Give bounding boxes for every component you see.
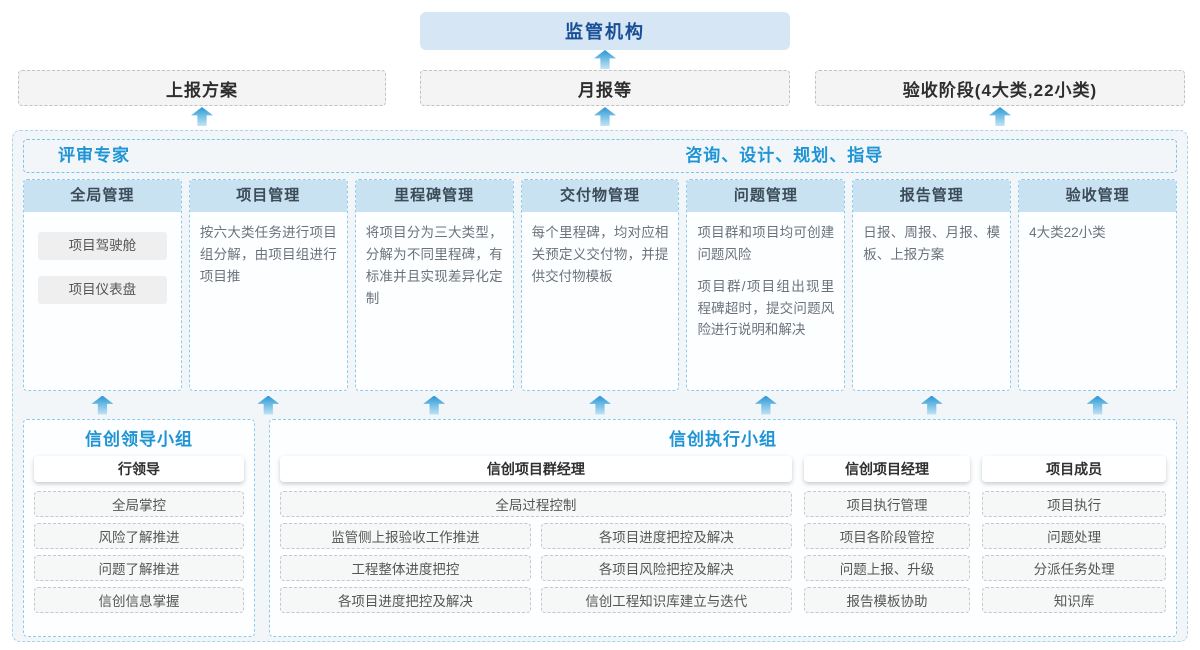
expert-role-label: 评审专家	[58, 146, 130, 165]
column-description: 将项目分为三大类型，分解为不同里程碑，有标准并且实现差异化定制	[365, 225, 503, 306]
teams-section: 信创领导小组 行领导 全局掌控 风险了解推进 问题了解推进 信创信息掌握 信创执…	[23, 419, 1177, 637]
column-acceptance-management: 验收管理 4大类22小类	[1018, 179, 1178, 391]
leader-task-item: 信创信息掌握	[34, 587, 244, 613]
column-title: 交付物管理	[521, 180, 679, 212]
program-manager-task-item: 信创工程知识库建立与迭代	[540, 587, 792, 613]
program-manager-task-item: 各项目进度把控及解决	[540, 523, 792, 549]
column-body: 将项目分为三大类型，分解为不同里程碑，有标准并且实现差异化定制	[356, 212, 513, 329]
leader-group-box: 信创领导小组 行领导 全局掌控 风险了解推进 问题了解推进 信创信息掌握	[23, 419, 255, 637]
program-manager-task-item: 工程整体进度把控	[280, 555, 531, 581]
project-manager-task-item: 报告模板协助	[803, 587, 971, 613]
column-body: 项目群和项目均可创建问题风险 项目群/项目组出现里程碑超时，提交问题风险进行说明…	[687, 212, 844, 361]
program-manager-role-header: 信创项目群经理	[280, 456, 792, 482]
project-manager-column: 信创项目经理 项目执行管理 项目各阶段管控 问题上报、升级 报告模板协助	[803, 456, 971, 619]
column-description: 4大类22小类	[1029, 225, 1106, 240]
project-manager-role-header: 信创项目经理	[803, 456, 971, 482]
column-title: 问题管理	[687, 180, 845, 212]
program-manager-task-item: 各项目风险把控及解决	[540, 555, 792, 581]
column-title: 里程碑管理	[355, 180, 513, 212]
column-title: 全局管理	[24, 180, 181, 212]
exec-group-title: 信创执行小组	[669, 430, 777, 449]
up-arrow-icon	[754, 395, 777, 415]
leader-task-item: 问题了解推进	[34, 555, 244, 581]
up-arrow-icon	[589, 395, 611, 415]
column-body: 按六大类任务进行项目组分解，由项目组进行项目推	[190, 212, 347, 308]
column-global-management: 全局管理 项目驾驶舱 项目仪表盘	[23, 179, 182, 391]
exec-group-body: 信创项目群经理 全局过程控制 监管侧上报验收工作推进 各项目进度把控及解决 工程…	[280, 456, 1166, 619]
column-description: 日报、周报、月报、模板、上报方案	[863, 225, 1001, 262]
column-report-management: 报告管理 日报、周报、月报、模板、上报方案	[852, 179, 1012, 391]
leader-task-item: 风险了解推进	[34, 523, 244, 549]
up-arrow-icon	[594, 107, 616, 126]
project-cockpit-button: 项目驾驶舱	[38, 232, 167, 260]
column-milestone-management: 里程碑管理 将项目分为三大类型，分解为不同里程碑，有标准并且实现差异化定制	[354, 179, 514, 391]
project-manager-task-item: 项目各阶段管控	[803, 523, 971, 549]
project-dashboard-button: 项目仪表盘	[38, 276, 167, 304]
column-title: 验收管理	[1019, 180, 1177, 212]
column-body: 每个里程碑，均对应相关预定义交付物，并提供交付物模板	[522, 212, 679, 308]
project-member-task-item: 问题处理	[982, 523, 1166, 549]
column-title: 报告管理	[853, 180, 1011, 212]
project-manager-task-item: 问题上报、升级	[803, 555, 971, 581]
output-box-monthly-report: 月报等	[420, 70, 790, 106]
up-arrow-icon	[423, 395, 446, 415]
up-arrow-icon	[920, 395, 943, 415]
column-title: 项目管理	[189, 180, 347, 212]
column-body: 日报、周报、月报、模板、上报方案	[853, 212, 1010, 286]
program-manager-task-item: 各项目进度把控及解决	[280, 587, 531, 613]
project-member-column: 项目成员 项目执行 问题处理 分派任务处理 知识库	[982, 456, 1166, 619]
leader-group-title: 信创领导小组	[85, 430, 193, 449]
column-body: 4大类22小类	[1019, 212, 1176, 264]
column-issue-management: 问题管理 项目群和项目均可创建问题风险 项目群/项目组出现里程碑超时，提交问题风…	[686, 179, 846, 391]
up-arrow-icon	[989, 107, 1011, 126]
project-member-task-item: 分派任务处理	[982, 555, 1166, 581]
leader-task-item: 全局掌控	[34, 491, 244, 517]
up-arrow-icon	[1086, 395, 1109, 415]
management-columns: 全局管理 项目驾驶舱 项目仪表盘 项目管理 按六大类任务进行项目组分解，由项目组…	[23, 179, 1178, 391]
column-description: 项目群/项目组出现里程碑超时，提交问题风险进行说明和解决	[697, 278, 835, 338]
program-manager-column: 信创项目群经理 全局过程控制 监管侧上报验收工作推进 各项目进度把控及解决 工程…	[280, 456, 792, 619]
exec-group-box: 信创执行小组 信创项目群经理 全局过程控制 监管侧上报验收工作推进 各项目进度把…	[269, 419, 1177, 637]
output-box-report-plan: 上报方案	[18, 70, 386, 106]
program-manager-task-item: 全局过程控制	[280, 491, 792, 517]
column-project-management: 项目管理 按六大类任务进行项目组分解，由项目组进行项目推	[188, 179, 348, 391]
regulator-box: 监管机构	[420, 12, 790, 50]
column-arrows	[23, 395, 1177, 415]
column-description: 项目群和项目均可创建问题风险	[697, 225, 835, 262]
leader-role-header: 行领导	[34, 456, 244, 482]
platform-roles-header: 评审专家 咨询、设计、规划、指导	[23, 139, 1177, 173]
project-manager-task-item: 项目执行管理	[803, 491, 971, 517]
project-member-role-header: 项目成员	[982, 456, 1166, 482]
column-deliverable-management: 交付物管理 每个里程碑，均对应相关预定义交付物，并提供交付物模板	[520, 179, 680, 391]
project-member-task-item: 项目执行	[982, 491, 1166, 517]
advisor-role-label: 咨询、设计、规划、指导	[685, 146, 884, 165]
up-arrow-icon	[191, 107, 213, 126]
column-description: 按六大类任务进行项目组分解，由项目组进行项目推	[199, 225, 337, 284]
platform-container: 评审专家 咨询、设计、规划、指导 全局管理 项目驾驶舱 项目仪表盘 项目管理 按…	[12, 130, 1188, 642]
program-manager-task-item: 监管侧上报验收工作推进	[280, 523, 531, 549]
up-arrow-icon	[91, 395, 114, 415]
project-member-task-item: 知识库	[982, 587, 1166, 613]
output-box-acceptance-stage: 验收阶段(4大类,22小类)	[815, 70, 1185, 106]
up-arrow-icon	[594, 50, 616, 69]
column-body: 项目驾驶舱 项目仪表盘	[24, 212, 181, 330]
up-arrow-icon	[257, 395, 280, 415]
column-description: 每个里程碑，均对应相关预定义交付物，并提供交付物模板	[531, 225, 669, 284]
program-manager-task-grid: 监管侧上报验收工作推进 各项目进度把控及解决 工程整体进度把控 各项目风险把控及…	[280, 523, 792, 613]
